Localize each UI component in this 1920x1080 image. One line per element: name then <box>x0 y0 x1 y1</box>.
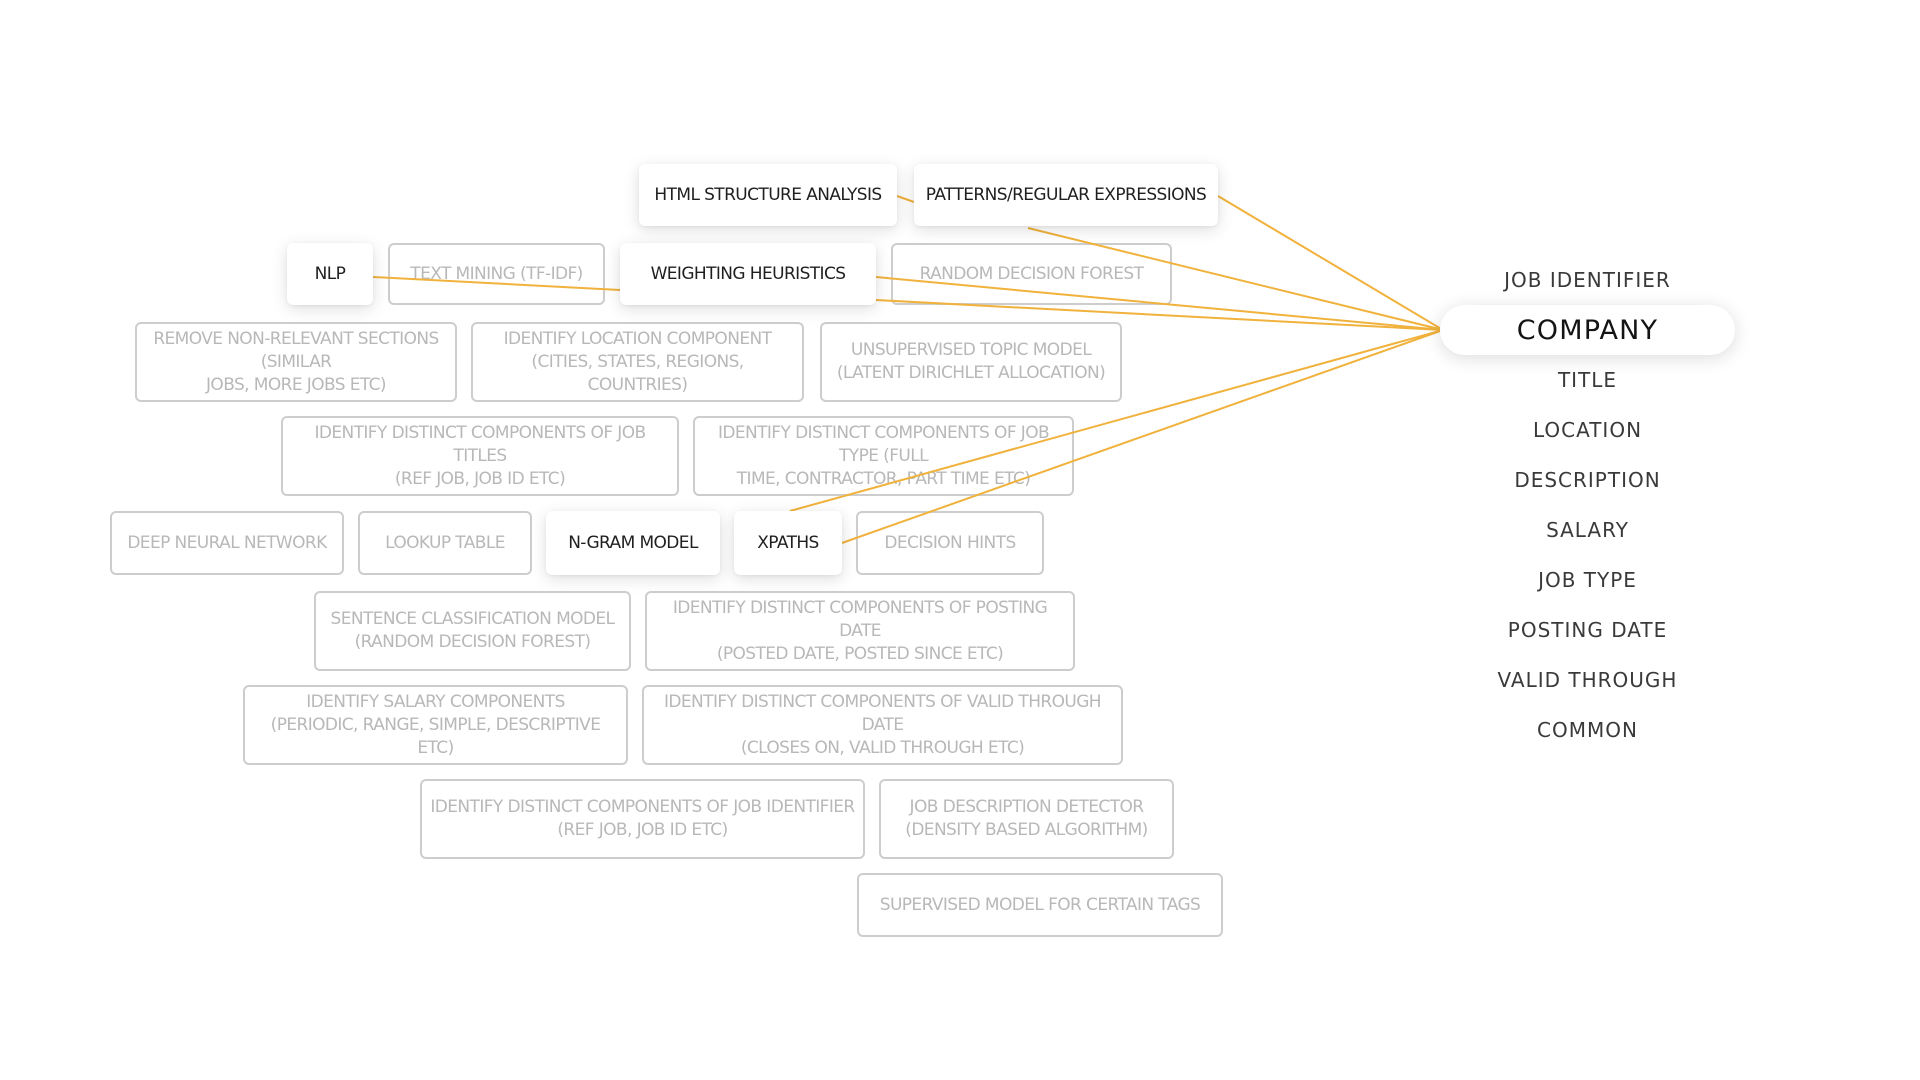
node-label: PATTERNS/REGULAR EXPRESSIONS <box>925 184 1207 205</box>
node-valid-through-components[interactable]: IDENTIFY DISTINCT COMPONENTS OF VALID TH… <box>642 685 1123 765</box>
field-label: SALARY <box>1546 518 1629 542</box>
node-label: WEIGHTING HEURISTICS <box>650 263 846 284</box>
node-label: NLP <box>314 263 346 284</box>
connection-line <box>1217 195 1444 331</box>
node-patterns-regular-expressions[interactable]: PATTERNS/REGULAR EXPRESSIONS <box>914 164 1218 226</box>
field-job-type[interactable]: JOB TYPE <box>1440 555 1735 605</box>
node-label: HTML STRUCTURE ANALYSIS <box>654 184 882 205</box>
node-n-gram-model[interactable]: N-GRAM MODEL <box>546 511 720 575</box>
node-posting-date-components[interactable]: IDENTIFY DISTINCT COMPONENTS OF POSTING … <box>645 591 1075 671</box>
node-label: JOB DESCRIPTION DETECTOR (DENSITY BASED … <box>905 797 1148 840</box>
node-sentence-classification-model[interactable]: SENTENCE CLASSIFICATION MODEL (RANDOM DE… <box>314 591 631 671</box>
node-label: IDENTIFY DISTINCT COMPONENTS OF JOB IDEN… <box>430 797 855 840</box>
node-html-structure-analysis[interactable]: HTML STRUCTURE ANALYSIS <box>639 164 897 226</box>
node-label: IDENTIFY LOCATION COMPONENT (CITIES, STA… <box>503 328 772 395</box>
field-valid-through[interactable]: VALID THROUGH <box>1440 655 1735 705</box>
field-label: VALID THROUGH <box>1497 668 1678 692</box>
field-label: JOB TYPE <box>1538 568 1637 592</box>
field-label: COMMON <box>1537 718 1638 742</box>
node-unsupervised-topic-model[interactable]: UNSUPERVISED TOPIC MODEL (LATENT DIRICHL… <box>820 322 1122 402</box>
field-description[interactable]: DESCRIPTION <box>1440 455 1735 505</box>
node-text-mining[interactable]: TEXT MINING (TF-IDF) <box>388 243 605 305</box>
node-label: TEXT MINING (TF-IDF) <box>410 263 583 284</box>
field-title[interactable]: TITLE <box>1440 355 1735 405</box>
node-label: DEEP NEURAL NETWORK <box>127 532 327 553</box>
node-job-identifier-components[interactable]: IDENTIFY DISTINCT COMPONENTS OF JOB IDEN… <box>420 779 865 859</box>
node-label: REMOVE NON-RELEVANT SECTIONS (SIMILAR JO… <box>153 328 439 395</box>
node-label: RANDOM DECISION FOREST <box>919 263 1144 284</box>
node-supervised-model[interactable]: SUPERVISED MODEL FOR CERTAIN TAGS <box>857 873 1223 937</box>
node-label: IDENTIFY SALARY COMPONENTS (PERIODIC, RA… <box>270 691 601 758</box>
node-weighting-heuristics[interactable]: WEIGHTING HEURISTICS <box>620 243 876 305</box>
node-remove-non-relevant-sections[interactable]: REMOVE NON-RELEVANT SECTIONS (SIMILAR JO… <box>135 322 457 402</box>
field-label: COMPANY <box>1516 314 1659 346</box>
node-decision-hints[interactable]: DECISION HINTS <box>856 511 1044 575</box>
field-salary[interactable]: SALARY <box>1440 505 1735 555</box>
node-salary-components[interactable]: IDENTIFY SALARY COMPONENTS (PERIODIC, RA… <box>243 685 628 765</box>
node-nlp[interactable]: NLP <box>287 243 373 305</box>
field-job-identifier[interactable]: JOB IDENTIFIER <box>1440 255 1735 305</box>
node-random-decision-forest[interactable]: RANDOM DECISION FOREST <box>891 243 1172 305</box>
field-company[interactable]: COMPANY <box>1440 305 1735 355</box>
node-xpaths[interactable]: XPATHS <box>734 511 842 575</box>
field-common[interactable]: COMMON <box>1440 705 1735 755</box>
node-label: IDENTIFY DISTINCT COMPONENTS OF JOB TITL… <box>314 422 646 489</box>
field-label: POSTING DATE <box>1507 618 1668 642</box>
field-list: JOB IDENTIFIER COMPANY TITLE LOCATION DE… <box>1440 255 1735 755</box>
node-label: LOOKUP TABLE <box>385 532 505 553</box>
field-label: LOCATION <box>1532 418 1643 442</box>
node-job-type-components[interactable]: IDENTIFY DISTINCT COMPONENTS OF JOB TYPE… <box>693 416 1074 496</box>
node-label: N-GRAM MODEL <box>568 532 698 553</box>
node-label: XPATHS <box>757 532 819 553</box>
node-label: SUPERVISED MODEL FOR CERTAIN TAGS <box>879 894 1201 915</box>
node-job-titles-components[interactable]: IDENTIFY DISTINCT COMPONENTS OF JOB TITL… <box>281 416 679 496</box>
node-identify-location-component[interactable]: IDENTIFY LOCATION COMPONENT (CITIES, STA… <box>471 322 804 402</box>
field-location[interactable]: LOCATION <box>1440 405 1735 455</box>
field-label: TITLE <box>1557 368 1618 392</box>
node-label: SENTENCE CLASSIFICATION MODEL (RANDOM DE… <box>330 609 615 652</box>
node-job-description-detector[interactable]: JOB DESCRIPTION DETECTOR (DENSITY BASED … <box>879 779 1174 859</box>
field-label: JOB IDENTIFIER <box>1504 268 1671 292</box>
node-lookup-table[interactable]: LOOKUP TABLE <box>358 511 532 575</box>
node-label: UNSUPERVISED TOPIC MODEL (LATENT DIRICHL… <box>836 340 1106 383</box>
node-label: IDENTIFY DISTINCT COMPONENTS OF POSTING … <box>672 597 1048 664</box>
connection-line <box>896 195 915 203</box>
field-posting-date[interactable]: POSTING DATE <box>1440 605 1735 655</box>
node-label: IDENTIFY DISTINCT COMPONENTS OF JOB TYPE… <box>717 422 1050 489</box>
node-label: DECISION HINTS <box>884 532 1016 553</box>
node-deep-neural-network[interactable]: DEEP NEURAL NETWORK <box>110 511 344 575</box>
node-label: IDENTIFY DISTINCT COMPONENTS OF VALID TH… <box>664 691 1102 758</box>
field-label: DESCRIPTION <box>1514 468 1661 492</box>
